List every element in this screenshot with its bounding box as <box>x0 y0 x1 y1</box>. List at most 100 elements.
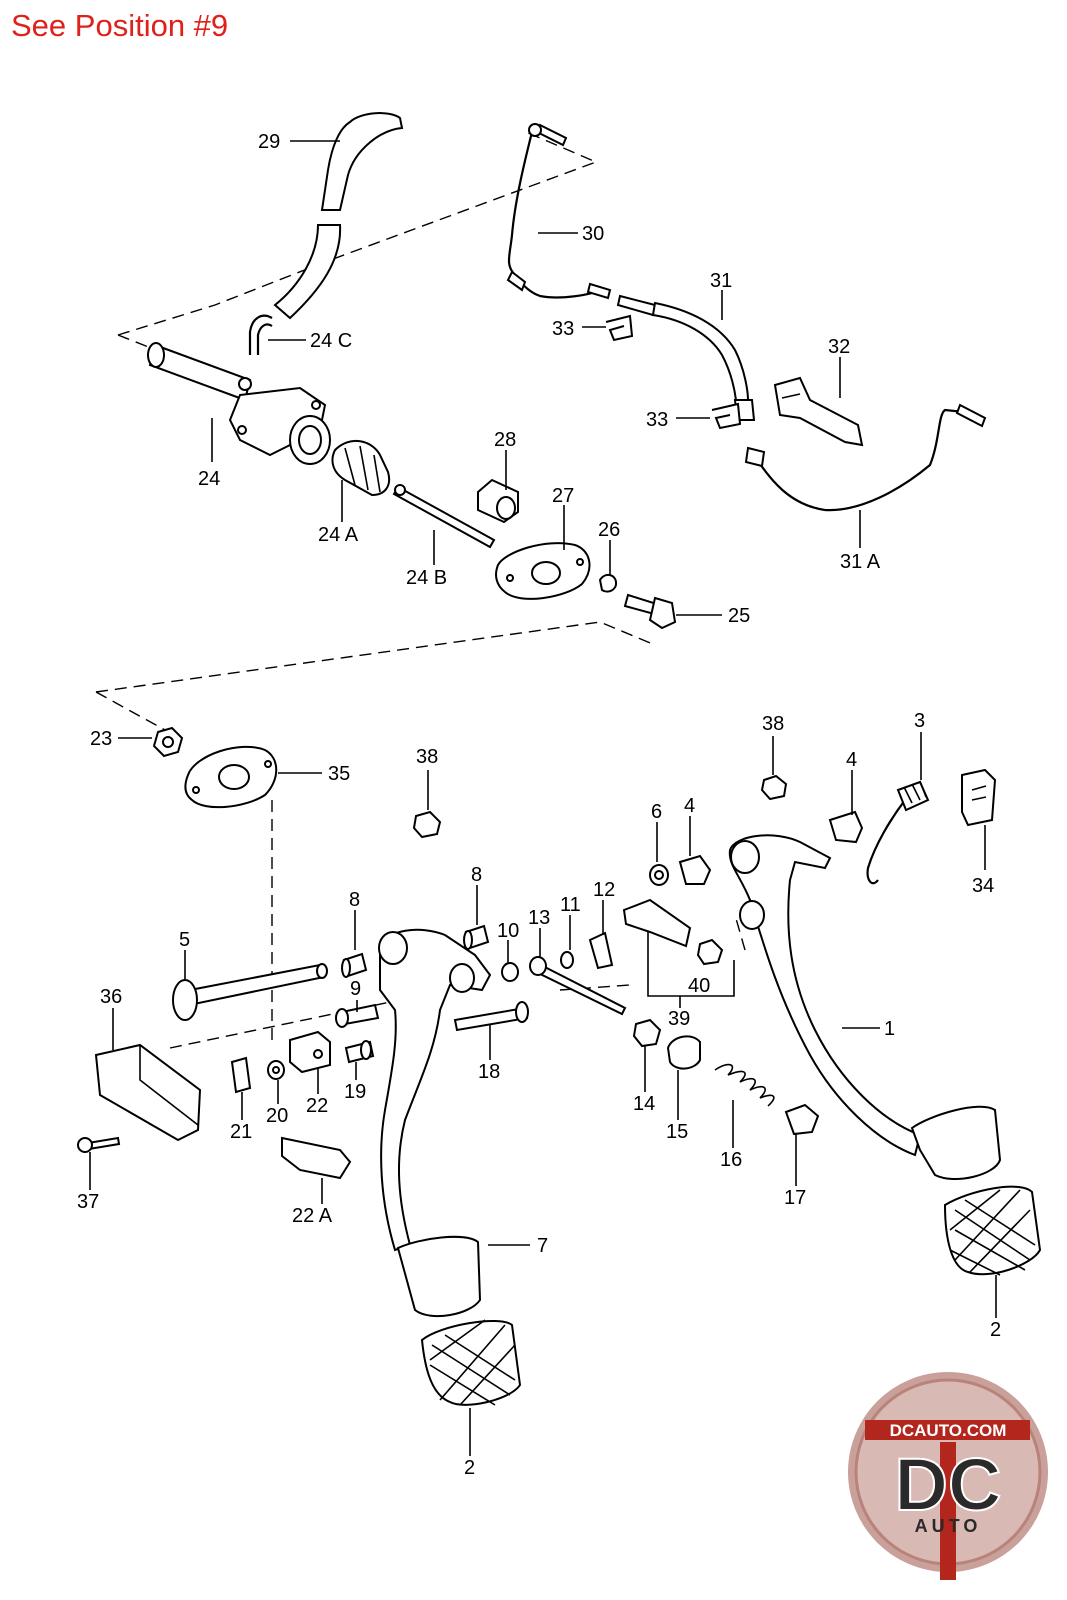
callout-18: 18 <box>478 1061 500 1083</box>
cap-15 <box>666 1035 701 1070</box>
callout-31: 31 <box>710 270 732 292</box>
callout-37: 37 <box>77 1191 99 1213</box>
logo-bottom-text: AUTO <box>915 1516 982 1536</box>
leader-lines <box>89 140 997 1456</box>
washer-6 <box>649 864 669 886</box>
washer-20 <box>267 1060 285 1080</box>
bumper-17 <box>784 1103 820 1136</box>
screw-37 <box>77 1136 121 1153</box>
callout-8-left: 8 <box>349 889 360 911</box>
washer-26 <box>598 574 618 593</box>
callout-19: 19 <box>344 1081 366 1103</box>
logo-letters: DC <box>895 1443 1002 1526</box>
callout-34: 34 <box>972 875 994 897</box>
callout-4-lower: 4 <box>684 795 695 817</box>
callout-9: 9 <box>350 978 361 1000</box>
bolt-5 <box>172 963 328 1021</box>
callout-10: 10 <box>497 920 519 942</box>
clip-33-lower <box>711 402 742 430</box>
callout-6: 6 <box>651 801 662 823</box>
callout-2-left: 2 <box>464 1457 475 1479</box>
nut-14 <box>632 1018 662 1048</box>
callout-39: 39 <box>668 1008 690 1030</box>
nut-40 <box>696 938 724 966</box>
bushing-28 <box>477 478 519 524</box>
callout-1: 1 <box>884 1018 895 1040</box>
callout-5: 5 <box>179 929 190 951</box>
spring-16 <box>714 1063 775 1107</box>
callout-35: 35 <box>328 763 350 785</box>
callout-8-right: 8 <box>471 864 482 886</box>
gasket-35 <box>184 745 278 809</box>
push-rod-24b <box>392 484 496 549</box>
callout-26: 26 <box>598 519 620 541</box>
callout-23: 23 <box>90 728 112 750</box>
pedal-pad-2-left <box>420 1319 522 1406</box>
nut-38-left <box>412 810 442 839</box>
switch-12-and-39 <box>588 898 692 970</box>
elbow-fitting-24c <box>248 314 273 355</box>
nut-38-right <box>760 774 788 801</box>
bracket-36 <box>94 1043 202 1142</box>
header-note: See Position #9 <box>11 8 229 43</box>
bolt-18 <box>453 1001 529 1032</box>
boot-24a <box>331 440 391 497</box>
callout-40: 40 <box>688 975 710 997</box>
callout-20: 20 <box>266 1105 288 1127</box>
callout-27: 27 <box>552 485 574 507</box>
bolt-9 <box>335 1003 380 1028</box>
block-22 <box>289 1030 331 1074</box>
callout-11: 11 <box>560 894 581 916</box>
washer-10-11 <box>501 951 574 982</box>
master-cylinder-24 <box>147 342 331 465</box>
bolt-19 <box>344 1040 375 1064</box>
stop-4-upper <box>828 810 864 844</box>
callout-15: 15 <box>666 1121 688 1143</box>
callout-28: 28 <box>494 429 516 451</box>
pedal-pad-2-right <box>943 1185 1042 1276</box>
callout-24c: 24 C <box>310 330 352 352</box>
bushing-8-left <box>341 952 368 978</box>
callout-33-upper: 33 <box>552 318 574 340</box>
callout-38-right: 38 <box>762 713 784 735</box>
callout-14: 14 <box>633 1093 655 1115</box>
callout-32: 32 <box>828 336 850 358</box>
spring-3 <box>866 780 930 885</box>
callout-30: 30 <box>582 223 604 245</box>
linkage-22a <box>281 1136 352 1180</box>
callout-24b: 24 B <box>406 567 447 589</box>
callout-3: 3 <box>914 710 925 732</box>
callout-31a: 31 A <box>840 551 881 573</box>
bushing-8-right <box>463 924 490 950</box>
brake-hose-31 <box>616 294 756 421</box>
callout-38-left: 38 <box>416 746 438 768</box>
callout-labels: 29 30 31 24 C 33 32 33 24 28 27 26 24 A … <box>77 131 1001 1479</box>
callout-7: 7 <box>537 1235 548 1257</box>
clip-21 <box>230 1056 252 1094</box>
callout-21: 21 <box>230 1121 252 1143</box>
dcauto-logo: DCAUTO.COM DC AUTO <box>848 1372 1048 1580</box>
callout-24: 24 <box>198 468 220 490</box>
callout-36: 36 <box>100 986 122 1008</box>
clip-34 <box>961 768 997 827</box>
callout-22a: 22 A <box>292 1205 333 1227</box>
callout-29: 29 <box>258 131 280 153</box>
stop-4-lower <box>678 854 712 885</box>
callout-22: 22 <box>306 1095 328 1117</box>
nut-23 <box>152 726 184 758</box>
callout-25: 25 <box>728 605 750 627</box>
callout-13: 13 <box>528 907 550 929</box>
brake-pedal-1 <box>728 834 1002 1180</box>
flange-27 <box>495 542 591 600</box>
pin-13 <box>529 956 627 1016</box>
callout-16: 16 <box>720 1149 742 1171</box>
callout-24a: 24 A <box>318 524 359 546</box>
callout-17: 17 <box>784 1187 806 1209</box>
brake-line-31a <box>744 403 987 512</box>
bolt-25 <box>623 593 677 630</box>
brake-line-30 <box>506 123 612 300</box>
callout-4-upper: 4 <box>846 749 857 771</box>
bracket-32 <box>773 376 864 447</box>
callout-33-lower: 33 <box>646 409 668 431</box>
clip-33-upper <box>605 314 634 342</box>
